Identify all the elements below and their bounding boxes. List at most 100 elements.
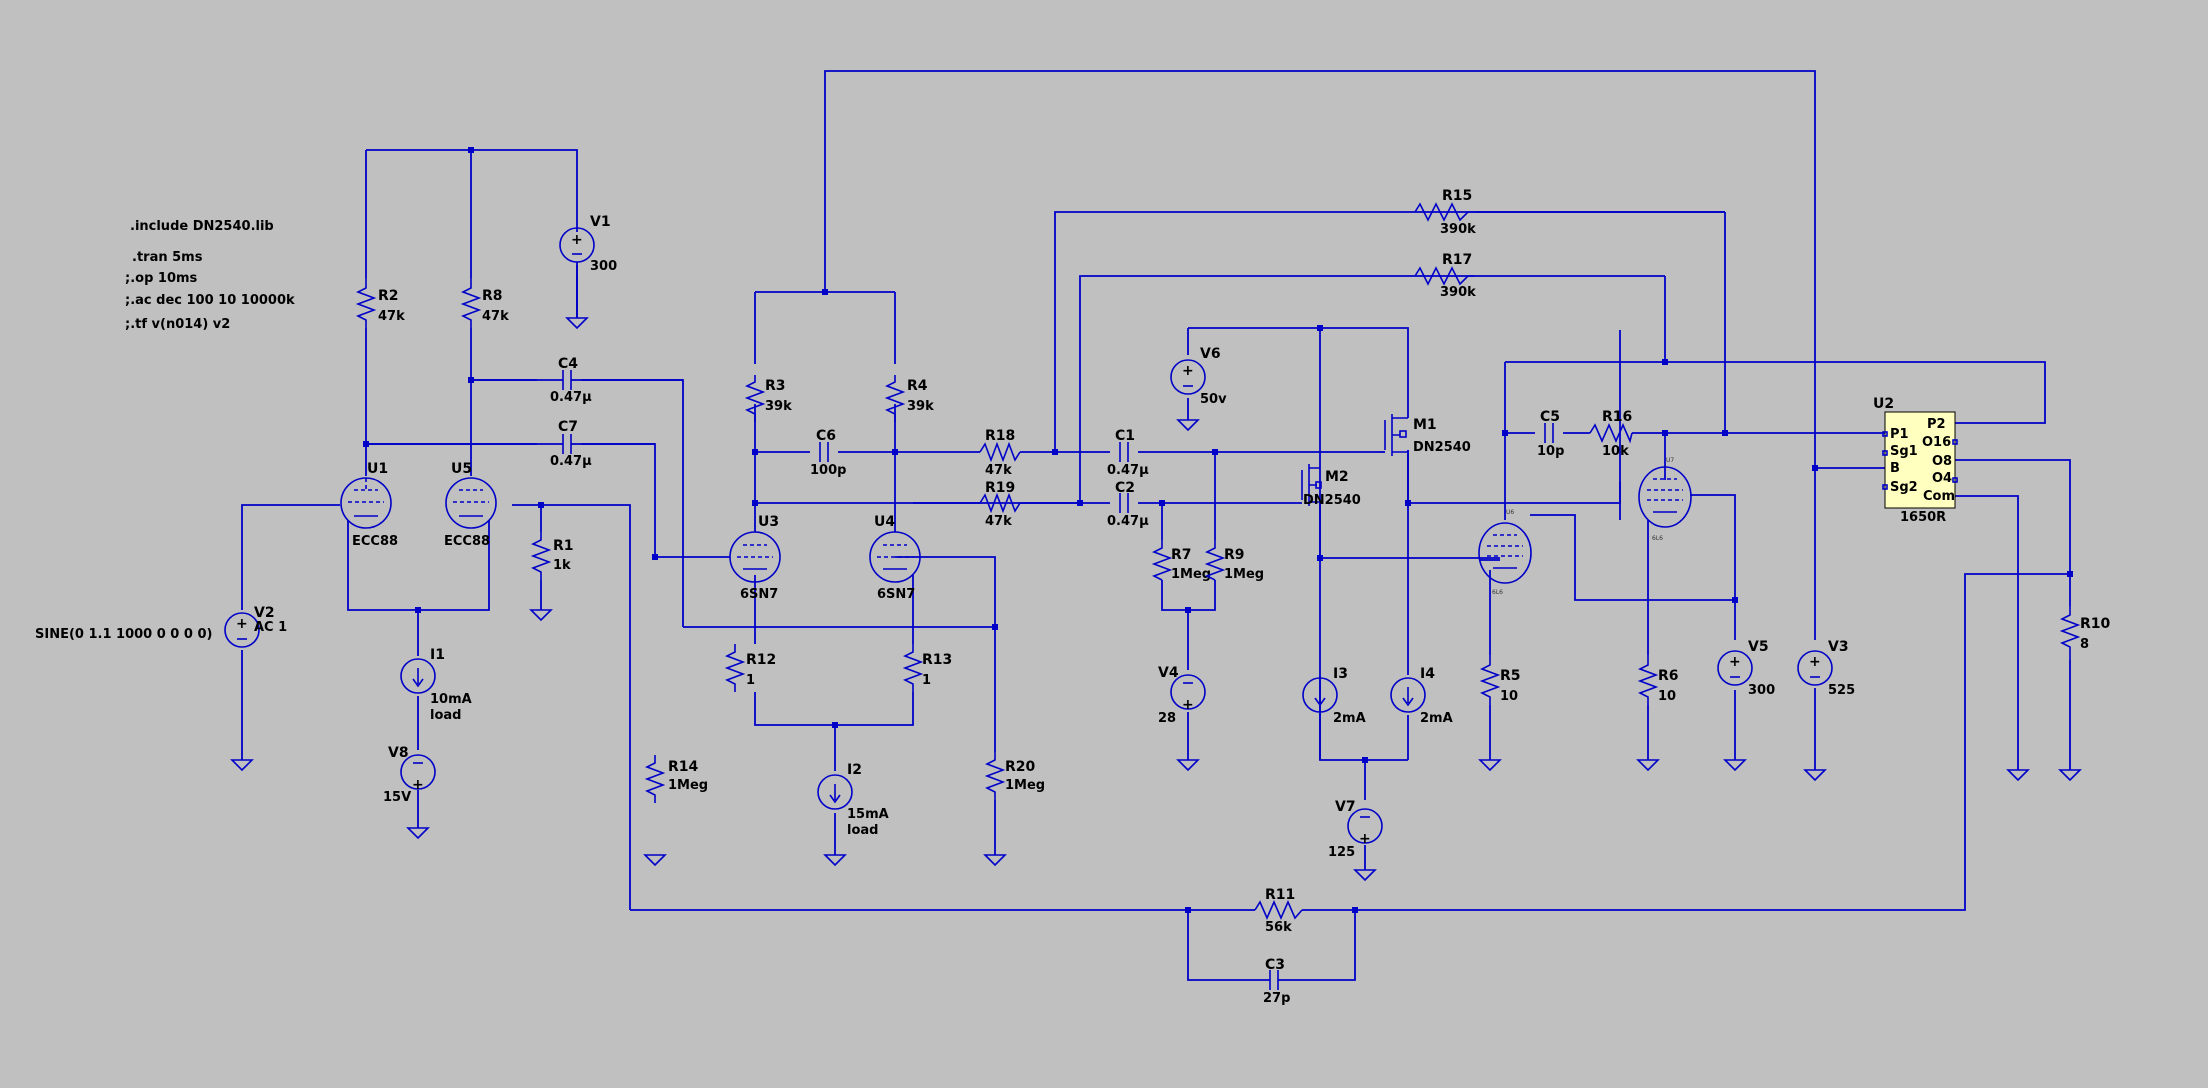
resistor-R9[interactable]: R9 1Meg (1204, 540, 1264, 582)
svg-text:6L6: 6L6 (1492, 589, 1503, 596)
resistor-R7[interactable]: R7 1Meg (1151, 540, 1211, 582)
voltage-source-V6[interactable]: + V6 50v (1170, 346, 1227, 407)
label: C7 (558, 419, 578, 435)
resistor-R8[interactable]: R8 47k (460, 278, 509, 328)
label: V2 (254, 605, 275, 621)
capacitor-C4[interactable]: C4 0.47µ (471, 356, 683, 405)
mosfet-M1[interactable]: M1 DN2540 (1378, 414, 1471, 456)
tube-output-right[interactable]: U7 6L6 (1638, 457, 1692, 542)
value: 0.47µ (550, 390, 592, 405)
value: 10k (1602, 444, 1629, 459)
label: M1 (1413, 417, 1437, 433)
value: 0.47µ (1107, 514, 1149, 529)
capacitor-C6[interactable]: C6 100p (810, 428, 846, 478)
current-source-I2[interactable]: I2 15mA load (817, 762, 889, 838)
tube-U4[interactable]: U4 6SN7 (869, 514, 921, 602)
label: R19 (985, 480, 1015, 496)
directive-op: ;.op 10ms (125, 271, 198, 286)
resistor-R15[interactable]: R15 390k (1414, 188, 1725, 237)
current-source-I1[interactable]: I1 10mA load (400, 647, 472, 723)
value: 1 (922, 673, 931, 688)
current-source-I4[interactable]: I4 2mA (1390, 666, 1453, 726)
value: 10p (1537, 444, 1564, 459)
svg-text:+: + (1182, 697, 1194, 713)
resistor-R16[interactable]: R16 10k (1589, 409, 1633, 459)
pin-o16: O16 (1922, 435, 1951, 450)
tube-U1[interactable]: U1 ECC88 (340, 461, 398, 549)
label: U3 (758, 514, 779, 530)
value: 390k (1440, 222, 1476, 237)
value: 6SN7 (877, 587, 915, 602)
value: 6SN7 (740, 587, 778, 602)
output-transformer-U2[interactable]: U2 P1 P2 Sg1 O16 B O8 Sg2 O4 Com 1650R (1873, 396, 1958, 525)
pin-o8: O8 (1932, 454, 1952, 469)
label: R18 (985, 428, 1015, 444)
resistor-R6[interactable]: R6 10 (1637, 655, 1679, 705)
pin-sg1: Sg1 (1890, 444, 1918, 459)
capacitor-C7[interactable]: C7 0.47µ (366, 419, 655, 469)
resistor-R10[interactable]: R10 8 (2059, 606, 2111, 660)
resistor-R17[interactable]: R17 390k (1414, 252, 1476, 300)
voltage-source-V4[interactable]: + V4 28 (1158, 665, 1206, 726)
capacitor-C3[interactable]: C3 27p (1260, 957, 1290, 1006)
capacitor-C1[interactable]: C1 0.47µ (1107, 428, 1149, 478)
tube-output-left[interactable]: U6 6L6 (1478, 509, 1532, 596)
capacitor-C2[interactable]: C2 0.47µ (1107, 480, 1149, 529)
voltage-source-V7[interactable]: + V7 125 (1328, 799, 1383, 860)
voltage-source-V2[interactable]: + V2 AC 1 (224, 605, 287, 648)
label: I4 (1420, 666, 1435, 682)
tube-U3[interactable]: U3 6SN7 (729, 514, 781, 602)
label: V8 (388, 745, 409, 761)
pin-b: B (1890, 461, 1900, 476)
tube-U5[interactable]: U5 ECC88 (444, 461, 497, 549)
value: 50v (1200, 392, 1227, 407)
resistor-R13[interactable]: R13 1 (902, 644, 952, 692)
svg-text:+: + (1809, 654, 1821, 670)
label: V1 (590, 214, 611, 230)
pin-p2: P2 (1927, 417, 1946, 432)
label: R11 (1265, 887, 1295, 903)
resistor-R3[interactable]: R3 39k (744, 375, 792, 422)
voltage-source-V5[interactable]: + V5 300 (1717, 639, 1775, 698)
current-source-I3[interactable]: I3 2mA (1302, 666, 1366, 726)
svg-text:+: + (412, 777, 424, 793)
value: 300 (590, 259, 617, 274)
note: load (430, 708, 461, 723)
label: C5 (1540, 409, 1560, 425)
label: I3 (1333, 666, 1348, 682)
resistor-R12[interactable]: R12 1 (724, 644, 776, 692)
label: V4 (1158, 665, 1179, 681)
resistor-R14[interactable]: R14 1Meg (644, 755, 708, 803)
resistor-R5[interactable]: R5 10 (1479, 655, 1521, 705)
svg-text:+: + (1729, 654, 1741, 670)
value: 10 (1500, 689, 1518, 704)
value: 15V (383, 790, 411, 805)
label: R1 (553, 538, 574, 554)
resistor-R1[interactable]: R1 1k (530, 532, 574, 580)
value: 47k (985, 463, 1012, 478)
voltage-source-V1[interactable]: + V1 300 (559, 214, 617, 318)
resistor-R2[interactable]: R2 47k (355, 278, 405, 328)
note: load (847, 823, 878, 838)
pin-com: Com (1923, 489, 1955, 504)
resistor-R19[interactable]: R19 47k (913, 480, 1021, 529)
voltage-source-V8[interactable]: + V8 15V (383, 745, 436, 805)
label: R8 (482, 288, 503, 304)
label: R3 (765, 378, 786, 394)
mosfet-M2[interactable]: M2 DN2540 (1301, 464, 1361, 508)
resistor-R4[interactable]: R4 39k (884, 375, 934, 422)
capacitor-C5[interactable]: C5 10p (1537, 409, 1564, 459)
label: C3 (1265, 957, 1285, 973)
value: 1Meg (1224, 567, 1264, 582)
value: 39k (907, 399, 934, 414)
label: R13 (922, 652, 952, 668)
resistor-R18[interactable]: R18 47k (979, 428, 1021, 478)
label: C4 (558, 356, 578, 372)
voltage-source-V3[interactable]: + V3 525 (1797, 639, 1855, 698)
svg-text:U7: U7 (1666, 457, 1674, 464)
resistor-R20[interactable]: R20 1Meg (984, 752, 1045, 800)
resistor-R11[interactable]: R11 56k (1254, 887, 1303, 935)
value: 0.47µ (1107, 463, 1149, 478)
label: R10 (2080, 616, 2111, 632)
label: R5 (1500, 668, 1521, 684)
